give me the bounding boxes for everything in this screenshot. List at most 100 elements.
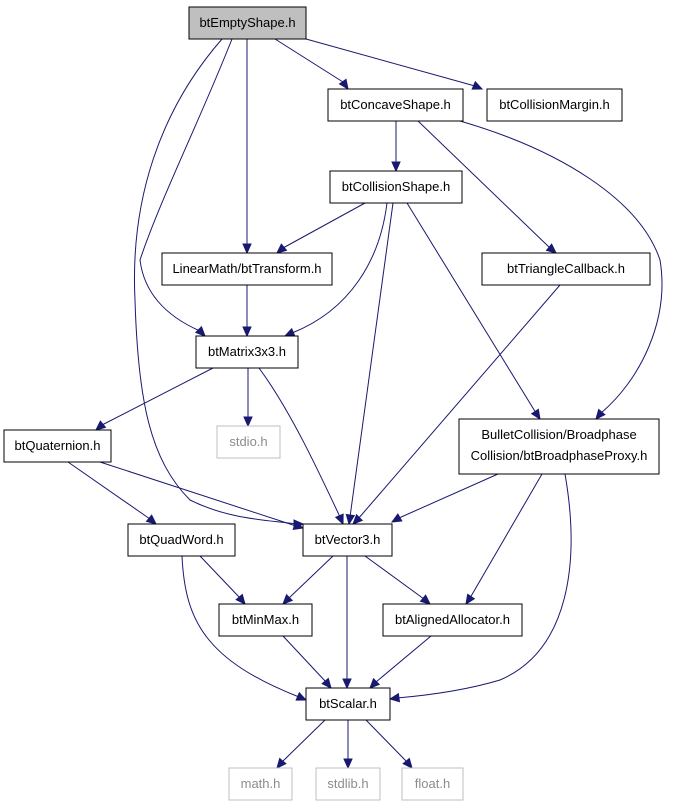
edge-transform-matrix3x3 — [242, 285, 252, 338]
arrowhead-icon — [530, 408, 541, 421]
arrowhead-icon — [419, 594, 431, 605]
edge-quadword-scalar — [181, 555, 308, 701]
arrowhead-icon — [295, 691, 308, 701]
node-label-line1: BulletCollision/Broadphase — [481, 427, 636, 442]
arrowhead-icon — [243, 416, 253, 428]
edge-line — [288, 555, 334, 599]
node-label: btScalar.h — [319, 696, 377, 711]
edge-trianglecallback-vector3 — [352, 284, 561, 525]
node-math[interactable]: math.h — [228, 767, 293, 801]
edge-collisionshape-vector3 — [345, 202, 394, 526]
node-label: btCollisionMargin.h — [499, 97, 610, 112]
arrowhead-icon — [390, 513, 403, 523]
node-stdlib[interactable]: stdlib.h — [315, 767, 381, 801]
arrowhead-icon — [388, 692, 401, 703]
node-btMinMax[interactable]: btMinMax.h — [218, 603, 313, 637]
edge-line — [282, 202, 366, 249]
node-label: btCollisionShape.h — [342, 179, 450, 194]
edge-scalar-stdlib — [343, 720, 353, 770]
node-label: btConcaveShape.h — [340, 97, 451, 112]
arrowhead-icon — [391, 161, 401, 173]
edge-line — [406, 202, 537, 414]
node-label: float.h — [415, 776, 450, 791]
node-btScalar[interactable]: btScalar.h — [305, 687, 391, 721]
arrowhead-icon — [292, 520, 305, 530]
edge-line — [133, 38, 297, 525]
edge-quaternion-quadword — [67, 461, 157, 525]
arrowhead-icon — [338, 78, 349, 91]
edge-line — [398, 473, 499, 519]
edge-concaveshape-broadphaseproxy — [459, 120, 663, 420]
arrowhead-icon — [235, 593, 246, 605]
node-btEmptyShape[interactable]: btEmptyShape.h — [188, 6, 307, 40]
edge-broadphaseproxy-scalar — [388, 473, 572, 703]
edge-line — [396, 473, 572, 699]
arrowhead-icon — [402, 757, 413, 769]
node-label: btQuadWord.h — [139, 532, 223, 547]
arrowhead-icon — [95, 420, 107, 431]
edge-line — [67, 461, 151, 520]
edge-line — [375, 635, 432, 683]
node-btVector3[interactable]: btVector3.h — [302, 523, 393, 557]
edge-line — [274, 38, 344, 83]
node-btTriangleCallback[interactable]: btTriangleCallback.h — [481, 252, 651, 286]
edge-matrix3x3-stdio — [243, 368, 253, 428]
node-label: stdio.h — [229, 434, 267, 449]
node-btTransform[interactable]: LinearMath/btTransform.h — [161, 252, 333, 286]
node-label: math.h — [241, 776, 281, 791]
node-stdio[interactable]: stdio.h — [216, 425, 281, 459]
arrowhead-icon — [345, 513, 356, 526]
edge-vector3-minmax — [282, 555, 334, 605]
edge-line — [365, 719, 408, 763]
arrowhead-icon — [352, 513, 364, 525]
edge-emptyshape-concaveshape — [274, 38, 349, 91]
node-btCollisionShape[interactable]: btCollisionShape.h — [329, 170, 463, 204]
node-float[interactable]: float.h — [401, 767, 464, 801]
node-btConcaveShape[interactable]: btConcaveShape.h — [327, 88, 464, 122]
edge-line — [282, 635, 327, 683]
arrowhead-icon — [545, 243, 557, 254]
node-label-line2: Collision/btBroadphaseProxy.h — [471, 448, 648, 463]
edge-emptyshape-collisionmargin — [305, 38, 484, 90]
edge-line — [281, 719, 326, 763]
edge-alignedallocator-scalar — [369, 635, 432, 689]
node-label: btEmptyShape.h — [199, 15, 295, 30]
arrowhead-icon — [342, 678, 352, 690]
edge-minmax-scalar — [282, 635, 332, 689]
arrowhead-icon — [334, 513, 344, 526]
edge-line — [469, 473, 543, 599]
arrowhead-icon — [242, 243, 252, 255]
edge-line — [364, 555, 425, 600]
node-btQuadWord[interactable]: btQuadWord.h — [127, 523, 236, 557]
edge-matrix3x3-quaternion — [95, 367, 214, 431]
node-btAlignedAllocator[interactable]: btAlignedAllocator.h — [382, 603, 523, 637]
edge-scalar-math — [276, 719, 326, 769]
edge-scalar-float — [365, 719, 413, 769]
arrowhead-icon — [465, 593, 476, 606]
arrowhead-icon — [145, 514, 157, 525]
edge-emptyshape-matrix3x3 — [139, 38, 233, 337]
edge-quadword-minmax — [199, 555, 246, 605]
node-btQuaternion[interactable]: btQuaternion.h — [3, 429, 112, 463]
edge-quaternion-vector3 — [99, 461, 305, 530]
node-label: btMatrix3x3.h — [208, 344, 286, 359]
node-btMatrix3x3[interactable]: btMatrix3x3.h — [195, 335, 299, 369]
arrowhead-icon — [321, 677, 332, 689]
arrowhead-icon — [595, 408, 606, 420]
edge-emptyshape-transform — [242, 39, 252, 255]
edge-line — [139, 38, 233, 332]
node-label: LinearMath/btTransform.h — [172, 261, 321, 276]
edge-line — [349, 202, 394, 518]
arrowhead-icon — [471, 80, 484, 90]
node-label: stdlib.h — [327, 776, 368, 791]
arrowhead-icon — [343, 758, 353, 770]
arrowhead-icon — [282, 593, 294, 605]
node-btBroadphaseProxy[interactable]: BulletCollision/Broadphase Collision/btB… — [458, 418, 660, 475]
edge-line — [459, 120, 663, 414]
edge-collisionshape-broadphaseproxy — [406, 202, 541, 421]
node-label: btTriangleCallback.h — [507, 261, 625, 276]
node-btCollisionMargin[interactable]: btCollisionMargin.h — [486, 88, 623, 122]
edge-concaveshape-trianglecallback — [417, 120, 557, 254]
arrowhead-icon — [242, 326, 252, 338]
